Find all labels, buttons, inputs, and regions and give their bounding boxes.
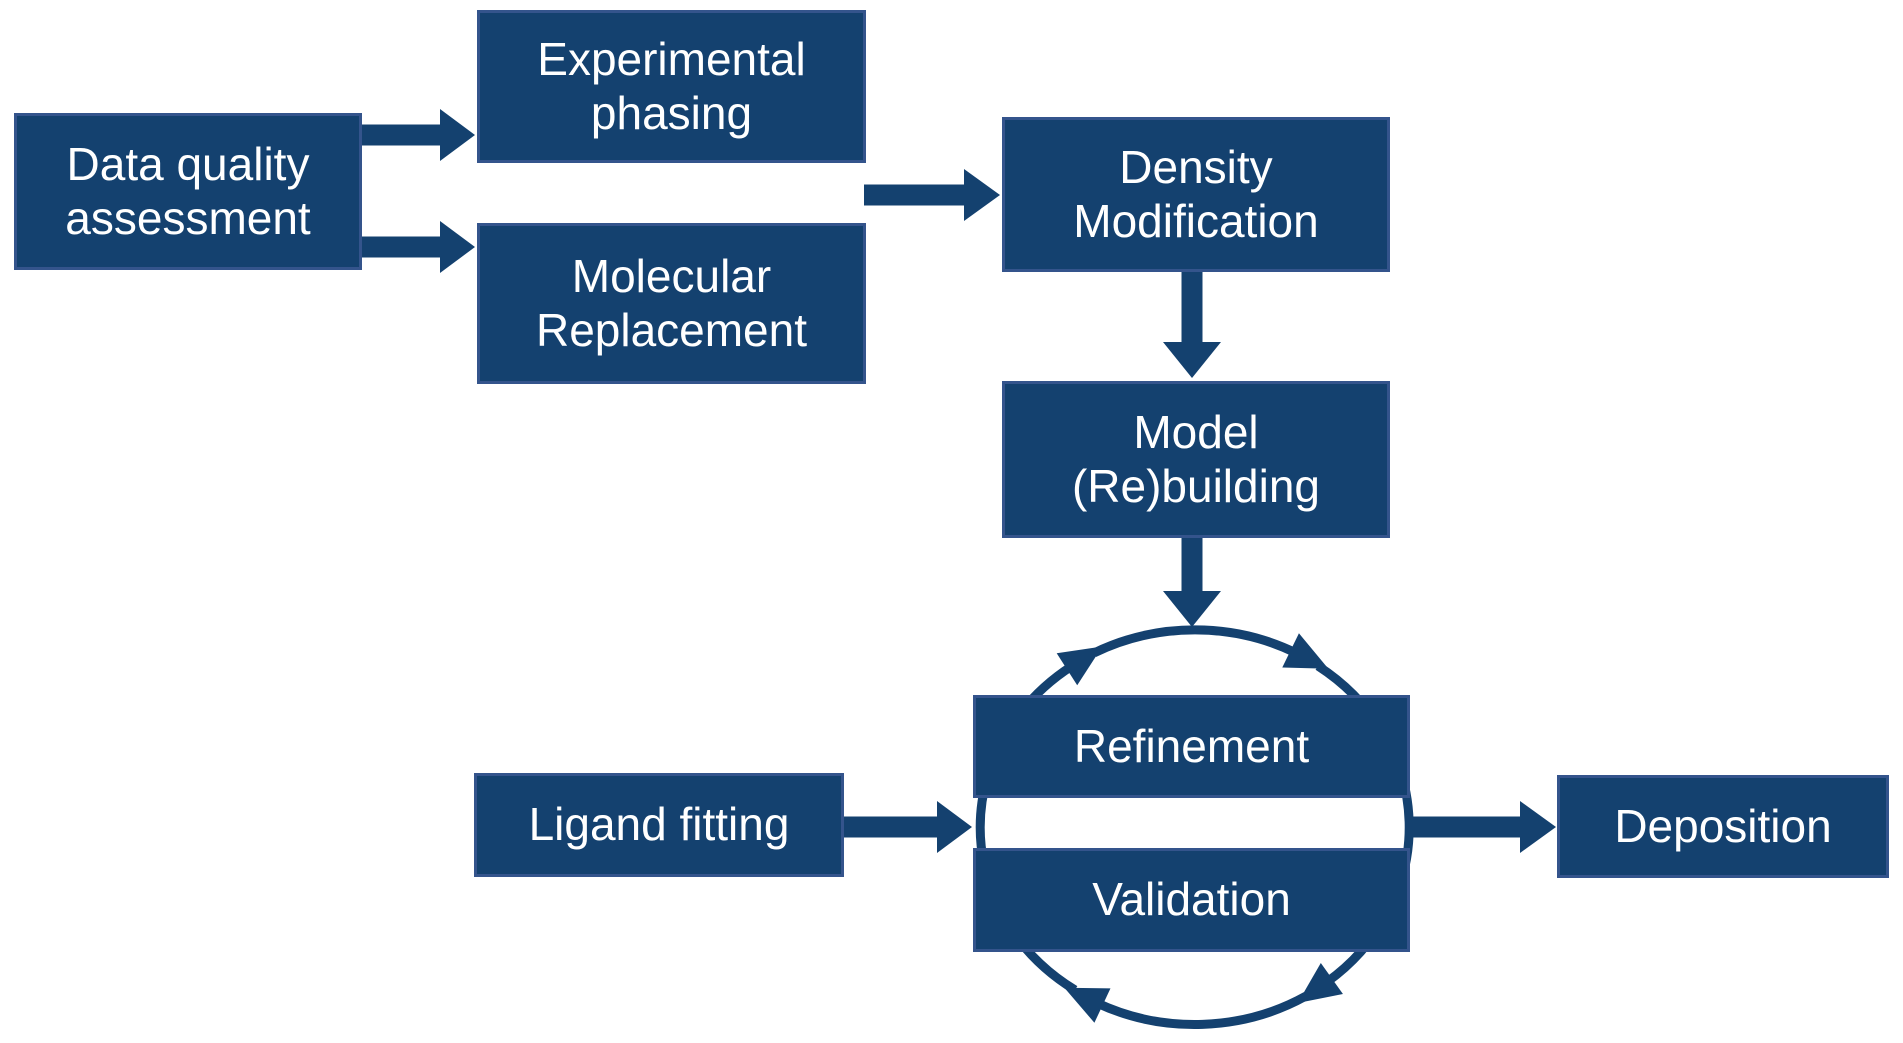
- node-ligand-fitting: Ligand fitting: [474, 773, 844, 877]
- node-label: assessment: [65, 191, 311, 244]
- node-molecular-replacement: Molecular Replacement: [477, 223, 866, 384]
- node-label: (Re)building: [1071, 459, 1320, 512]
- node-label: Model: [1133, 406, 1259, 459]
- cycle-arc-bottom: [1095, 992, 1309, 1029]
- node-label: Molecular: [571, 250, 772, 303]
- node-label: Modification: [1073, 194, 1319, 247]
- node-experimental-phasing: Experimental phasing: [477, 10, 866, 163]
- cycle-arc-top: [1092, 625, 1298, 658]
- node-label: Data quality: [66, 138, 310, 191]
- node-label: Experimental: [537, 33, 806, 86]
- cycle-arrowhead-icon: [1056, 646, 1103, 686]
- node-model-rebuilding: Model (Re)building: [1002, 381, 1390, 538]
- arrow-dataquality-to-molecular-icon: [362, 221, 475, 273]
- node-data-quality-assessment: Data quality assessment: [14, 113, 362, 270]
- arrow-ligand-to-cycle-icon: [844, 801, 972, 853]
- arrow-dataquality-to-experimental-icon: [362, 109, 475, 161]
- cycle-arrowhead-icon: [1064, 987, 1111, 1023]
- node-label: Ligand fitting: [528, 798, 790, 851]
- cycle-arrowhead-icon: [1282, 633, 1329, 669]
- arrow-modelbuilding-to-cycle-icon: [1163, 538, 1221, 627]
- node-density-modification: Density Modification: [1002, 117, 1390, 272]
- arrow-phasing-to-densitymod-icon: [864, 169, 1000, 221]
- node-validation: Validation: [973, 848, 1410, 952]
- node-label: Density: [1119, 141, 1273, 194]
- node-deposition: Deposition: [1557, 775, 1889, 878]
- node-label: Validation: [1092, 873, 1291, 926]
- arrow-cycle-to-deposition-icon: [1410, 801, 1556, 853]
- node-label: Refinement: [1073, 719, 1310, 772]
- node-label: Deposition: [1614, 799, 1832, 852]
- node-label: phasing: [590, 86, 753, 139]
- cycle-ring: [975, 625, 1414, 1029]
- arrow-densitymod-to-modelbuilding-icon: [1163, 272, 1221, 378]
- node-refinement: Refinement: [973, 695, 1410, 798]
- node-label: Replacement: [535, 303, 808, 356]
- cycle-arrowhead-icon: [1297, 963, 1343, 1003]
